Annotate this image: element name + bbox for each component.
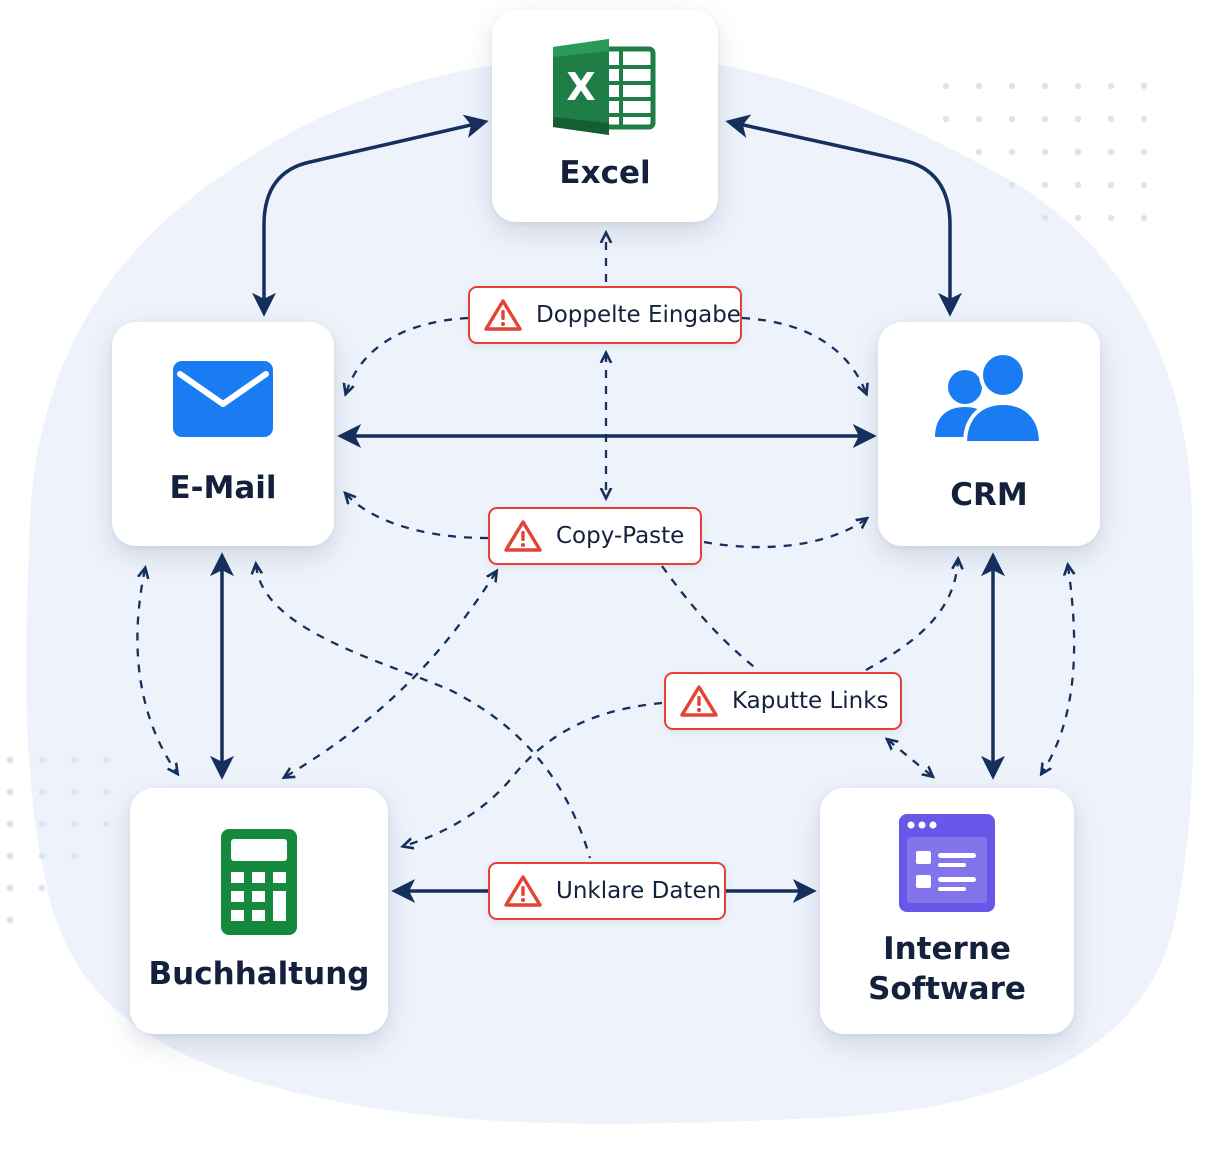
- dashed-email-buchhaltung-outer: [136, 569, 177, 773]
- decor-dot: [1107, 148, 1115, 156]
- email-node[interactable]: E-Mail: [112, 322, 334, 546]
- decor-dot: [1008, 115, 1016, 123]
- envelope-icon: [173, 361, 273, 437]
- decor-dot: [70, 852, 78, 860]
- software-label-line1: Interne: [883, 931, 1011, 967]
- dashed-copypaste-to-email: [346, 494, 489, 540]
- dashed-kaputte-to-software: [888, 740, 932, 776]
- decor-dot: [38, 884, 46, 892]
- decor-dot: [70, 820, 78, 828]
- users-icon: [935, 353, 1043, 445]
- warning-triangle-icon: [484, 299, 522, 331]
- decor-dot: [1107, 82, 1115, 90]
- dashed-copypaste-to-kaputte: [661, 565, 759, 671]
- decor-dot: [102, 756, 110, 764]
- warning-triangle-icon: [504, 520, 542, 552]
- dashed-doppelte-to-crm: [741, 316, 866, 393]
- decor-dot: [1008, 181, 1016, 189]
- software-label: Interne Software: [868, 929, 1026, 1009]
- decor-dot: [1107, 214, 1115, 222]
- decor-dot: [102, 788, 110, 796]
- arrow-excel-crm: [725, 114, 962, 317]
- warning-copy-paste: Copy-Paste: [488, 507, 702, 565]
- decor-dot: [1074, 115, 1082, 123]
- software-node[interactable]: Interne Software: [820, 788, 1074, 1034]
- decor-dot: [1074, 148, 1082, 156]
- decor-dot: [1041, 148, 1049, 156]
- warning-doppelte-eingabe: Doppelte Eingabe: [468, 286, 742, 344]
- decor-dot: [1074, 214, 1082, 222]
- warning-triangle-icon: [504, 875, 542, 907]
- dashed-copypaste-to-buchhaltung: [285, 572, 496, 777]
- warning-doppelte-label: Doppelte Eingabe: [536, 302, 741, 328]
- decor-dot: [975, 82, 983, 90]
- decor-dot: [1041, 115, 1049, 123]
- dashed-email-to-unklare: [256, 565, 592, 859]
- decor-dot: [975, 115, 983, 123]
- dot-pattern-bottom-left: [6, 756, 110, 924]
- decor-dot: [6, 820, 14, 828]
- dashed-copypaste-to-crm: [703, 519, 866, 549]
- warning-unklare-label: Unklare Daten: [556, 878, 722, 904]
- svg-text:X: X: [566, 65, 595, 109]
- decor-dot: [1140, 214, 1148, 222]
- excel-node[interactable]: X Excel: [492, 10, 718, 222]
- decor-dot: [1140, 82, 1148, 90]
- decor-dot: [6, 916, 14, 924]
- excel-logo-icon: X: [553, 39, 656, 135]
- software-label-line2: Software: [868, 971, 1026, 1007]
- excel-label: Excel: [559, 155, 651, 191]
- warning-kaputte-links: Kaputte Links: [664, 672, 902, 730]
- arrow-excel-email: [252, 114, 489, 317]
- decor-dot: [975, 148, 983, 156]
- decor-dot: [1041, 214, 1049, 222]
- decor-dot: [1107, 115, 1115, 123]
- buchhaltung-label: Buchhaltung: [148, 956, 370, 992]
- buchhaltung-node[interactable]: Buchhaltung: [130, 788, 388, 1034]
- decor-dot: [1140, 148, 1148, 156]
- email-label: E-Mail: [169, 470, 277, 506]
- app-window-icon: [899, 814, 995, 912]
- dashed-crm-software-outer: [1042, 566, 1074, 773]
- calculator-icon: [221, 829, 297, 935]
- decor-dot: [6, 852, 14, 860]
- decor-dot: [1041, 82, 1049, 90]
- dashed-kaputte-to-buchhaltung: [404, 701, 663, 846]
- decor-dot: [6, 884, 14, 892]
- decor-dot: [38, 756, 46, 764]
- decor-dot: [1074, 82, 1082, 90]
- decor-dot: [102, 820, 110, 828]
- decor-dot: [38, 852, 46, 860]
- decor-dot: [942, 82, 950, 90]
- decor-dot: [70, 756, 78, 764]
- dashed-kaputte-to-crm: [865, 560, 958, 672]
- decor-dot: [70, 788, 78, 796]
- dashed-doppelte-to-email: [346, 316, 469, 393]
- decor-dot: [1140, 115, 1148, 123]
- decor-dot: [1008, 148, 1016, 156]
- crm-node[interactable]: CRM: [878, 322, 1100, 546]
- decor-dot: [1107, 181, 1115, 189]
- crm-label: CRM: [950, 477, 1028, 513]
- decor-dot: [6, 788, 14, 796]
- decor-dot: [38, 820, 46, 828]
- decor-dot: [38, 788, 46, 796]
- decor-dot: [1074, 181, 1082, 189]
- decor-dot: [6, 756, 14, 764]
- warning-triangle-icon: [680, 685, 718, 717]
- decor-dot: [1041, 181, 1049, 189]
- warning-copypaste-label: Copy-Paste: [556, 523, 685, 549]
- decor-dot: [1140, 181, 1148, 189]
- decor-dot: [1008, 82, 1016, 90]
- warning-unklare-daten: Unklare Daten: [488, 862, 726, 920]
- warning-kaputte-label: Kaputte Links: [732, 688, 889, 714]
